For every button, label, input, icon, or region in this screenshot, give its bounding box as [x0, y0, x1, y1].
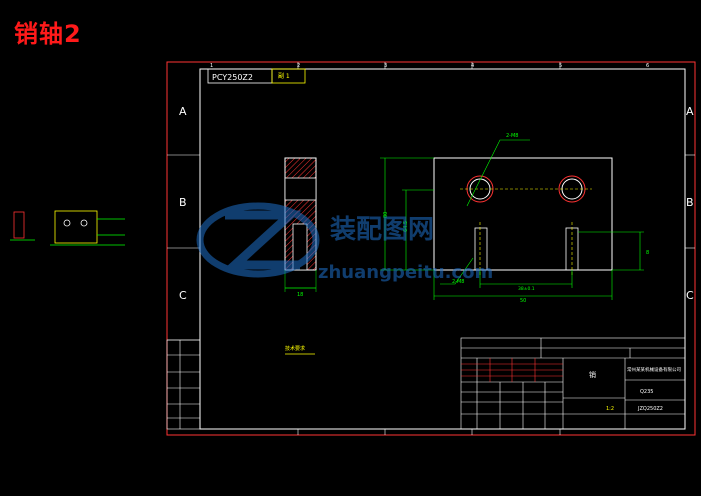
- title-block: [460, 337, 686, 430]
- row-letter-c-right: C: [686, 289, 694, 302]
- row-letter-b: B: [179, 196, 187, 209]
- dim-center-span: 38±0.1: [518, 286, 535, 292]
- company-name: 常州某某机械设备有限公司: [627, 366, 681, 373]
- left-stamp-table: [166, 339, 201, 430]
- grid-labels: A B C A B C 1 2 3 4 5 6: [179, 63, 694, 302]
- tech-note-title: 技术要求: [285, 345, 305, 352]
- dimensions: [380, 139, 644, 300]
- row-letter-a: A: [179, 105, 187, 118]
- dim-hole-callout-top: 2-M8: [506, 133, 518, 139]
- watermark-cn: 装配图网: [330, 215, 434, 245]
- drawing-frame: [166, 61, 696, 436]
- row-letter-b-right: B: [686, 196, 694, 209]
- row-letter-c: C: [179, 289, 187, 302]
- top-tag: 副 1: [278, 72, 290, 80]
- dim-height-2: 64.5: [403, 221, 409, 232]
- drawing-number: JZQ250Z2: [637, 406, 663, 412]
- watermark-en: zhuangpeitu.com: [318, 262, 493, 283]
- dim-hole-callout-bottom: 2-M8: [452, 279, 464, 285]
- title-block-text: 常州某某机械设备有限公司 销 Q235 1:2 JZQ250Z2: [589, 366, 681, 412]
- dim-side-width: 18: [297, 292, 303, 298]
- dimension-labels: 2-M8 80 64.5 50 38±0.1 8 2-M8: [383, 133, 649, 304]
- page-title: 销轴2: [14, 20, 82, 48]
- watermark: 装配图网 zhuangpeitu.com: [196, 202, 493, 283]
- top-code-box: PCY250Z2 副 1: [207, 68, 306, 84]
- col-number-3: 3: [384, 63, 387, 69]
- material-value: Q235: [640, 389, 653, 395]
- col-number-2: 2: [297, 63, 300, 69]
- scale-value: 1:2: [606, 406, 614, 412]
- row-letter-a-right: A: [686, 105, 694, 118]
- top-code: PCY250Z2: [212, 73, 253, 82]
- technical-note: 技术要求: [285, 345, 315, 355]
- title-block-red-cells: [461, 358, 563, 382]
- col-number-1: 1: [210, 63, 213, 69]
- dim-depth: 8: [646, 250, 649, 256]
- col-number-6: 6: [646, 63, 649, 69]
- col-number-4: 4: [471, 63, 474, 69]
- dim-height-1: 80: [383, 212, 389, 218]
- col-number-5: 5: [559, 63, 562, 69]
- dim-length: 50: [520, 298, 526, 304]
- part-label: 销: [589, 370, 596, 379]
- front-view: [433, 157, 613, 275]
- thumbnail-view: [10, 210, 125, 246]
